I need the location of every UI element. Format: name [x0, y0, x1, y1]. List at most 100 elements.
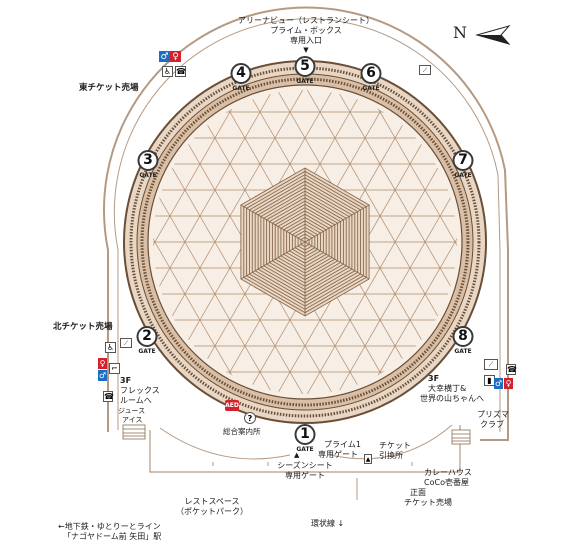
front-ticket-label: 正面 [410, 488, 426, 497]
coco-name-label: CoCo壱番屋 [424, 478, 469, 487]
lattice-line [153, 90, 312, 357]
gate-5[interactable]: 5 GATE [294, 56, 316, 86]
plaza-outline [149, 425, 461, 473]
escalator-north-icon: ⟋ [120, 338, 132, 348]
compass-arrow-icon [475, 25, 511, 45]
toilet-men-icon: ♂ [159, 51, 170, 62]
steps-right [451, 429, 471, 445]
phone-south-icon: ☎ [506, 364, 517, 375]
outer-walkway [103, 6, 509, 441]
season-gate-label: 専用ゲート [285, 471, 325, 480]
gate-4-number: 4 [230, 63, 252, 84]
outer-walkway-inner [113, 18, 501, 432]
north-ticket-label: 北チケット売場 [53, 322, 113, 332]
prime1-gate-label: 専用ゲート [318, 450, 358, 459]
toilet-women-icon: ♀ [170, 51, 181, 62]
prism-club-label: プリズマ [477, 410, 509, 419]
private-entrance-label: 専用入口 [290, 36, 322, 45]
lattice-line [321, 90, 457, 344]
gate-4-label: GATE [232, 85, 250, 92]
gate-3-label: GATE [139, 172, 157, 179]
gate-3-number: 3 [137, 150, 159, 171]
gate-6-label: GATE [362, 85, 380, 92]
gate-1-label: GATE [296, 446, 314, 453]
gate-1-number: 1 [294, 424, 316, 445]
gate-8[interactable]: 8 GATE [452, 326, 474, 356]
info-icon: ? [244, 412, 256, 424]
gate-6[interactable]: 6 GATE [360, 63, 382, 93]
gate-6-number: 6 [360, 63, 382, 84]
wheelchair-north-icon: ♿ [105, 342, 116, 353]
gate-5-number: 5 [294, 56, 316, 77]
lattice-line [276, 114, 457, 394]
gate-2-number: 2 [136, 326, 158, 347]
north-label: N [453, 23, 467, 42]
gate-5-label: GATE [296, 78, 314, 85]
coco-label: カレーハウス [424, 468, 472, 477]
dome-center-hexagon [240, 167, 370, 317]
lattice-line [298, 127, 457, 394]
rest-space-label: レストスペース [184, 497, 240, 506]
aed-icon: AED [225, 400, 239, 411]
juice-label: ジュース [118, 407, 146, 415]
front-ticket-office-label: チケット売場 [404, 498, 452, 507]
gate-3[interactable]: 3 GATE [137, 150, 159, 180]
pocket-park-label: （ポケットパーク） [176, 507, 248, 516]
lattice-line [153, 90, 334, 370]
ring-road-label[interactable]: 環状線 ↓ [311, 519, 345, 528]
season-seat-label: シーズンシート [277, 461, 333, 470]
gate-7[interactable]: 7 GATE [452, 150, 474, 180]
lattice-line [321, 140, 457, 394]
wheelchair-icon: ♿ [162, 66, 173, 77]
flex-room-3f: 3F [120, 376, 132, 385]
arena-view-label: アリーナビュー（レストランシート） [238, 16, 374, 25]
entrance-arrow-icon: ▼ [303, 46, 309, 54]
ticket-exchange-label: チケット [379, 441, 411, 450]
escalator-south-icon: ⟋ [484, 359, 498, 370]
ice-label: アイス [122, 416, 143, 424]
info-center-label: 総合案内所 [223, 427, 261, 436]
gate-1[interactable]: 1 GATE [294, 424, 316, 454]
walkway-dots [212, 462, 413, 500]
gate-7-number: 7 [452, 150, 474, 171]
daikou-3f: 3F [428, 374, 440, 383]
hexagon-spoke [304, 204, 370, 243]
east-ticket-label: 東チケット売場 [79, 83, 139, 93]
gate-4[interactable]: 4 GATE [230, 63, 252, 93]
prism-club-club-label: クラブ [480, 420, 504, 429]
prime1-arrow-icon: ▲ [294, 451, 300, 459]
hexagon-spoke [304, 241, 370, 280]
phone-north-icon: ☎ [103, 391, 114, 402]
subway-direction-label[interactable]: ←地下鉄・ゆとりーとライン [58, 522, 161, 531]
gate-2[interactable]: 2 GATE [136, 326, 158, 356]
hexagon-spoke [240, 241, 306, 280]
gate-8-number: 8 [452, 326, 474, 347]
lattice-line [276, 90, 457, 370]
hexagon-spoke [240, 204, 306, 243]
gate-7-label: GATE [454, 172, 472, 179]
steps-left [122, 424, 146, 440]
toilet-men-north-icon: ♂ [98, 370, 107, 381]
daikou-label: 大幸横丁& [428, 384, 467, 393]
ticket-exchange-place-label: 引換所 [379, 451, 403, 460]
lattice-line [153, 114, 334, 394]
prime-box-label: プライム・ボックス [270, 26, 342, 35]
flex-room-to-label: ルームへ [120, 396, 152, 405]
plaza-curve-right [329, 424, 453, 460]
escalator-east-icon: ⟋ [419, 65, 431, 75]
lattice-line [153, 90, 289, 344]
yamachan-label: 世界の山ちゃんへ [420, 394, 484, 403]
prime1-label: プライム1 [324, 440, 361, 449]
gate-8-label: GATE [454, 348, 472, 355]
ticket-window-icon: ▲ [364, 454, 372, 464]
toilet-women-north-icon: ♀ [98, 358, 107, 369]
gate-2-label: GATE [138, 348, 156, 355]
plaza-curve-left [159, 427, 291, 460]
stairs-north-icon: ⌐ [109, 363, 120, 374]
subway-station-label[interactable]: 「ナゴヤドーム前 矢田」駅 [63, 532, 162, 541]
toilet-women-south-icon: ♀ [504, 378, 513, 389]
flex-room-label: フレックス [120, 386, 160, 395]
lattice-line [153, 140, 289, 394]
